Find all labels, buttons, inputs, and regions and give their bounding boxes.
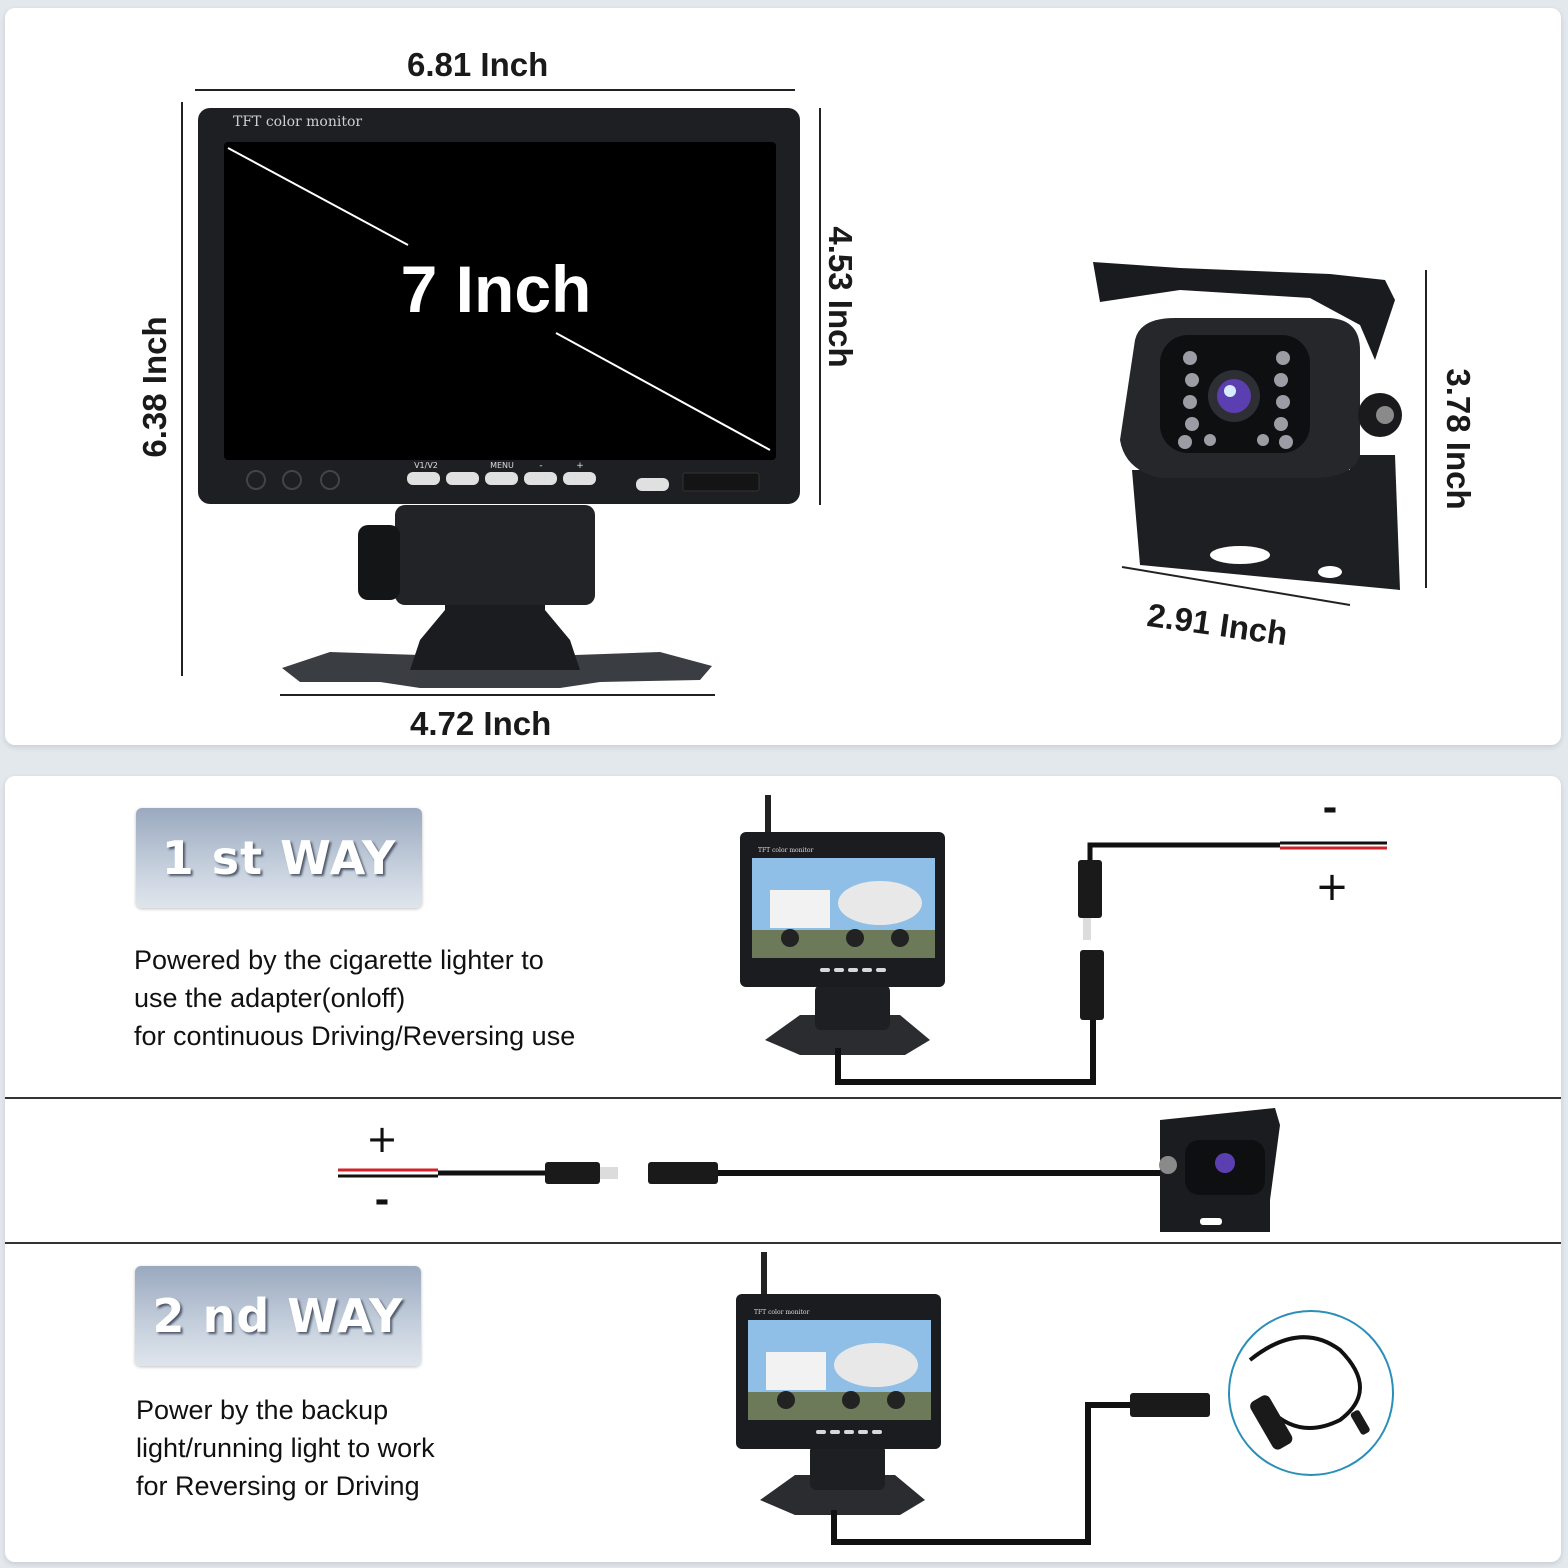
- plus-label: +: [366, 1117, 398, 1161]
- way1-line: use the adapter(onloff): [134, 983, 406, 1013]
- dc-socket: [1130, 1393, 1210, 1417]
- power-button: [636, 478, 669, 491]
- stand-bracket: [395, 505, 595, 605]
- truck-mixer: [834, 1343, 918, 1387]
- dc-plug: [1080, 950, 1104, 1020]
- truck-wheel: [777, 1391, 795, 1409]
- small-camera-lens: [1215, 1153, 1235, 1173]
- camera-pin: [600, 1167, 618, 1179]
- minus-label: -: [375, 1180, 390, 1221]
- truck-cab: [770, 890, 830, 928]
- bracket-hole: [1318, 566, 1342, 578]
- diagonal-line-lower: [555, 332, 771, 451]
- dimension-lines: [181, 89, 1427, 696]
- cable: [835, 1020, 1096, 1085]
- dc-pin: [1083, 918, 1091, 940]
- truck-wheel: [887, 1391, 905, 1409]
- cable: [831, 1402, 1130, 1545]
- way1-wiring: - +: [835, 788, 1387, 1085]
- button-label: MENU: [490, 461, 514, 470]
- monitor-button: [407, 472, 440, 485]
- camera-width-line: [1121, 566, 1351, 606]
- way2-badge: 2 nd WAY: [135, 1266, 421, 1366]
- camera-socket: [648, 1162, 718, 1184]
- screen-height-label: 4.53 Inch: [822, 226, 859, 368]
- way1-title: 1 st WAY: [161, 831, 397, 885]
- way1-description: Powered by the cigarette lighter to use …: [134, 941, 575, 1055]
- charger-tip: [1350, 1410, 1370, 1435]
- indicator-ring: [282, 470, 302, 490]
- way2-line: for Reversing or Driving: [136, 1471, 420, 1501]
- power-lead: [1087, 842, 1280, 860]
- button-label: +: [576, 461, 584, 471]
- small-camera-screw: [1159, 1156, 1177, 1174]
- camera-sunshade: [1093, 262, 1395, 360]
- ir-window: [682, 472, 760, 492]
- charger-cord: [1248, 1335, 1362, 1430]
- mini-monitor-label: TFT color monitor: [758, 847, 813, 854]
- mini-stand: [810, 1445, 885, 1490]
- monitor-button: [485, 472, 518, 485]
- way2-monitor: TFT color monitor: [736, 1252, 941, 1515]
- monitor-width-label: 6.81 Inch: [407, 46, 549, 83]
- monitor-screen: [224, 142, 776, 460]
- camera-row: + -: [338, 1108, 1280, 1232]
- monitor-illustration: V1/V2 MENU - + TFT color monitor 7 Inch: [198, 108, 800, 688]
- way1-line: for continuous Driving/Reversing use: [134, 1021, 576, 1051]
- truck-wheel: [842, 1391, 860, 1409]
- camera-illustration: [1093, 262, 1402, 590]
- way1-badge: 1 st WAY: [136, 808, 422, 908]
- truck-wheel: [891, 929, 909, 947]
- indicator-ring: [246, 470, 266, 490]
- screen-size-label: 7 Inch: [401, 252, 592, 326]
- way2-line: light/running light to work: [136, 1433, 435, 1463]
- truck-wheel: [781, 929, 799, 947]
- camera-bracket: [1132, 455, 1400, 590]
- mini-stand: [815, 985, 890, 1030]
- base-width-label: 4.72 Inch: [410, 705, 552, 742]
- way2-wiring: [831, 1310, 1394, 1545]
- way1-monitor: TFT color monitor: [740, 795, 945, 1055]
- monitor-brand-label: TFT color monitor: [233, 114, 362, 130]
- bracket-hole: [1210, 546, 1270, 564]
- charger-plug: [1250, 1395, 1293, 1450]
- stand-knob: [358, 525, 400, 600]
- monitor-height-label: 6.38 Inch: [136, 316, 173, 458]
- camera-height-label: 3.78 Inch: [1440, 368, 1477, 510]
- indicator-ring: [320, 470, 340, 490]
- camera-plug: [545, 1162, 600, 1184]
- lens-highlight: [1224, 385, 1236, 397]
- bracket-hole: [1200, 1218, 1222, 1225]
- button-label: -: [539, 461, 542, 471]
- mini-monitor-label: TFT color monitor: [754, 1309, 809, 1316]
- camera-lens: [1217, 379, 1251, 413]
- truck-wheel: [846, 929, 864, 947]
- way2-title: 2 nd WAY: [152, 1289, 404, 1343]
- way2-description: Power by the backup light/running light …: [136, 1391, 435, 1505]
- monitor-button: [524, 472, 557, 485]
- way1-line: Powered by the cigarette lighter to: [134, 945, 544, 975]
- minus-label: -: [1323, 788, 1338, 829]
- monitor-button: [563, 472, 596, 485]
- monitor-button: [446, 472, 479, 485]
- plus-label: +: [1315, 864, 1349, 910]
- dc-socket: [1078, 860, 1102, 918]
- button-label: V1/V2: [414, 461, 438, 470]
- diagonal-line-upper: [227, 147, 409, 246]
- way2-line: Power by the backup: [136, 1395, 389, 1425]
- truck-mixer: [838, 881, 922, 925]
- truck-cab: [766, 1352, 826, 1390]
- camera-screw: [1376, 406, 1394, 424]
